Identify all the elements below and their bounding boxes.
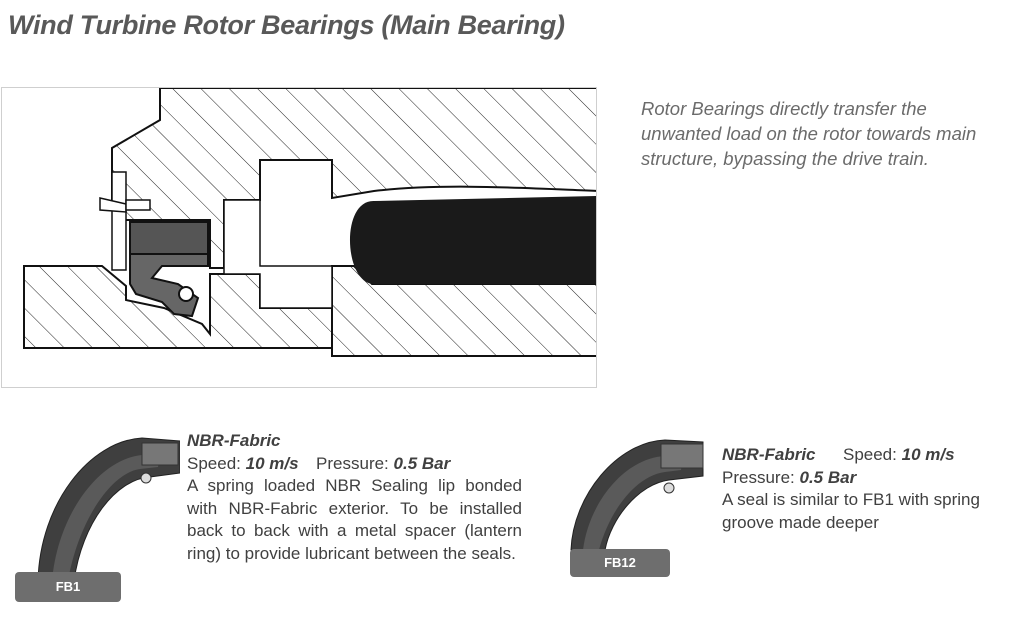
fb12-seal-image <box>565 436 705 552</box>
fb12-material: NBR-Fabric <box>722 445 816 464</box>
intro-description: Rotor Bearings directly transfer the unw… <box>641 98 977 169</box>
fb1-pressure-label: Pressure: <box>316 453 389 473</box>
fb1-tag: FB1 <box>15 572 121 602</box>
fb12-pressure-value: 0.5 Bar <box>799 467 857 487</box>
fb1-pressure-value: 0.5 Bar <box>393 453 451 473</box>
upper-housing <box>111 88 596 269</box>
fb1-material: NBR-Fabric <box>187 431 281 450</box>
page-title: Wind Turbine Rotor Bearings (Main Bearin… <box>8 10 565 40</box>
fb1-speed-value: 10 m/s <box>245 453 299 473</box>
bearing-cross-section-diagram <box>1 87 597 388</box>
inner-ring <box>331 265 596 357</box>
fb1-description: A spring loaded NBR Sealing lip bonded w… <box>187 476 522 563</box>
seal-spring <box>178 286 194 302</box>
fb12-description: A seal is similar to FB1 with spring gro… <box>722 490 980 532</box>
fb12-pressure-label: Pressure: <box>722 467 795 487</box>
roller-element <box>350 196 596 284</box>
fb1-text: NBR-Fabric Speed: 10 m/s Pressure: 0.5 B… <box>187 430 522 565</box>
fb1-seal-image <box>30 433 180 583</box>
spacer-ring <box>129 221 209 255</box>
fb12-text: NBR-Fabric Speed: 10 m/s Pressure: 0.5 B… <box>722 444 1024 534</box>
fb12-speed-label: Speed: <box>842 445 897 464</box>
fb12-tag: FB12 <box>570 549 670 577</box>
fb1-speed-label: Speed: <box>187 453 241 473</box>
fb12-speed-value: 10 m/s <box>901 445 955 464</box>
